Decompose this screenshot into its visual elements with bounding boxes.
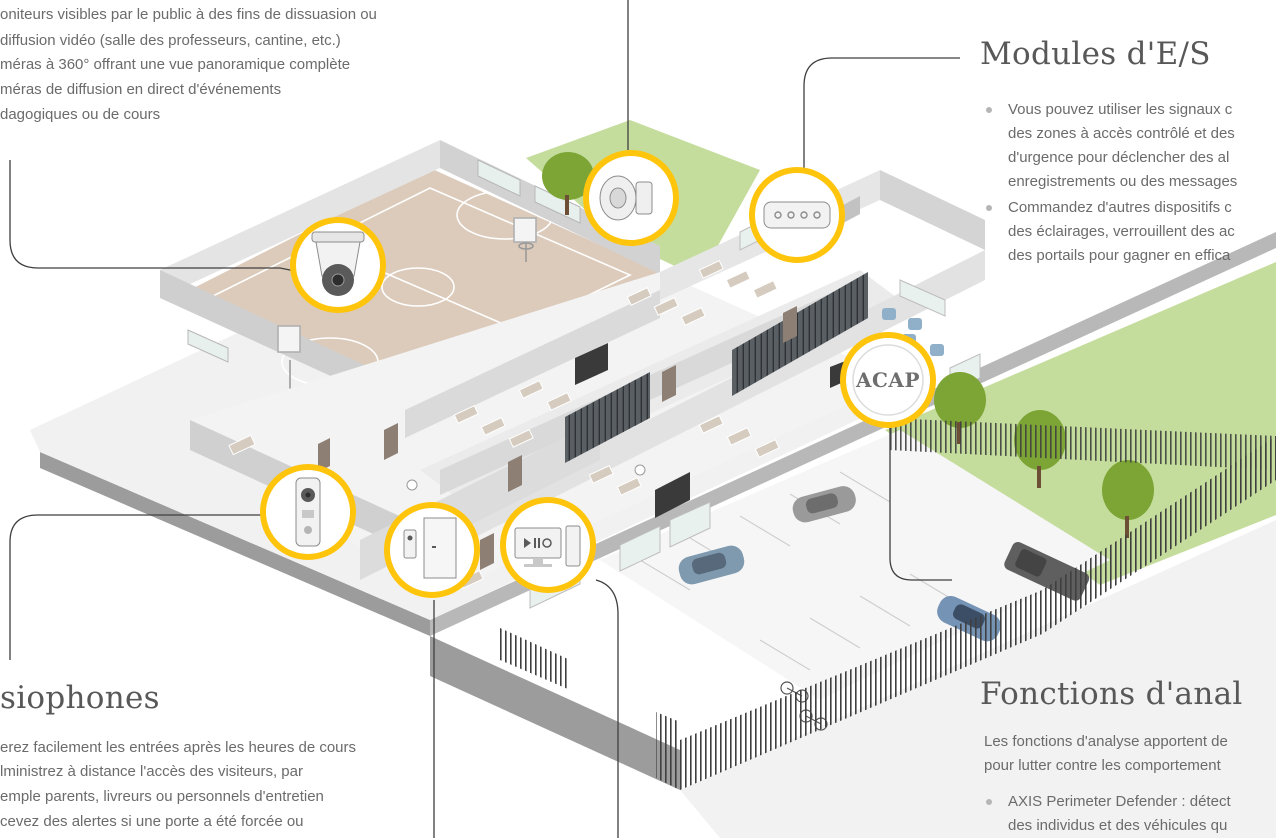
school-building bbox=[160, 140, 985, 609]
cameras-line-1: oniteurs visibles par le public à des fi… bbox=[0, 6, 377, 23]
intercoms-line-4: cevez des alertes si une porte a été for… bbox=[0, 813, 304, 830]
acap-badge[interactable]: ACAP bbox=[840, 332, 936, 428]
access-control-badge[interactable] bbox=[384, 502, 480, 598]
analytics-intro-line-1: Les fonctions d'analyse apportent de bbox=[984, 733, 1228, 750]
intercoms-heading: siophones bbox=[0, 680, 160, 716]
intercoms-line-2: lministrez à distance l'accès des visite… bbox=[0, 763, 303, 780]
intercoms-line-3: emple parents, livreurs ou personnels d'… bbox=[0, 788, 324, 805]
io-bullet-2-line-3: des portails pour gagner en effica bbox=[1008, 247, 1231, 264]
analytics-intro-line-2: pour lutter contre les comportement bbox=[984, 757, 1221, 774]
acap-label: ACAP bbox=[855, 368, 920, 392]
monitor-computer-icon bbox=[514, 525, 581, 567]
horn-speaker-icon bbox=[599, 175, 653, 221]
io-modules-heading: Modules d'E/S bbox=[980, 36, 1211, 72]
io-bullet-2-line-1: Commandez d'autres dispositifs c bbox=[986, 196, 1276, 221]
intercoms-line-1: erez facilement les entrées après les he… bbox=[0, 739, 357, 756]
cameras-line-3: méras à 360° offrant une vue panoramique… bbox=[0, 56, 351, 73]
camera-badge[interactable] bbox=[290, 217, 386, 313]
io-module-badge[interactable] bbox=[749, 167, 845, 263]
analytics-bullet-1-line-2: des individus et des véhicules qu bbox=[1008, 817, 1228, 834]
dome-camera-icon bbox=[311, 231, 365, 296]
cameras-line-5: dagogiques ou de cours bbox=[0, 106, 161, 123]
io-bullet-2-line-2: des éclairages, verrouillent des ac bbox=[1008, 223, 1235, 240]
speaker-badge[interactable] bbox=[583, 150, 679, 246]
cameras-line-2: diffusion vidéo (salle des professeurs, … bbox=[0, 32, 341, 49]
io-bullet-1-line-4: enregistrements ou des messages bbox=[1008, 173, 1238, 190]
io-bullet-1-line-2: des zones à accès contrôlé et des bbox=[1008, 125, 1235, 142]
vms-badge[interactable] bbox=[500, 497, 596, 593]
analytics-heading: Fonctions d'anal bbox=[980, 676, 1243, 712]
analytics-bullet-1-line-1: AXIS Perimeter Defender : détect bbox=[986, 790, 1276, 815]
io-bullet-1-line-3: d'urgence pour déclencher des al bbox=[1008, 149, 1230, 166]
door-reader-icon bbox=[403, 517, 457, 579]
video-intercom-icon bbox=[295, 477, 321, 547]
io-module-icon bbox=[763, 201, 831, 229]
callout-lines bbox=[9, 0, 960, 838]
cameras-line-4: méras de diffusion en direct d'événement… bbox=[0, 81, 282, 98]
fences bbox=[500, 418, 1276, 790]
intercom-badge[interactable] bbox=[260, 464, 356, 560]
io-bullet-1-line-1: Vous pouvez utiliser les signaux c bbox=[986, 98, 1276, 123]
